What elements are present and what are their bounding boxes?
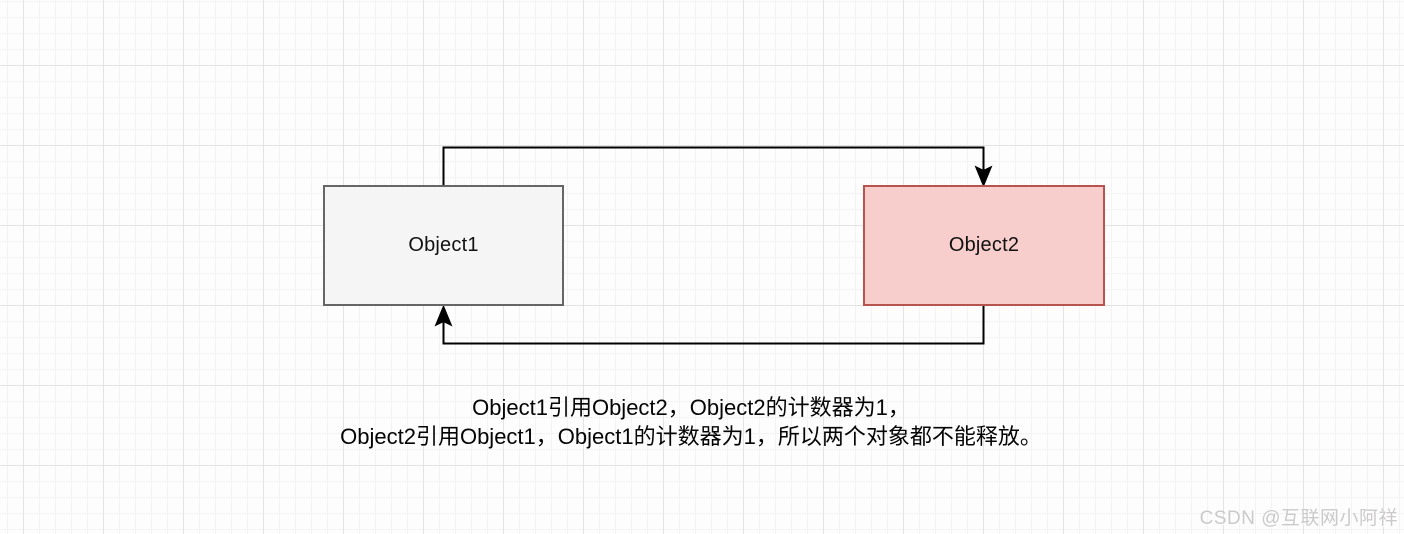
node-object1-label: Object1	[408, 234, 479, 256]
arrow-object1-to-object2	[442, 146, 985, 185]
arrowhead-down-icon	[974, 165, 993, 188]
caption: Object1引用Object2，Object2的计数器为1， Object2引…	[0, 393, 1382, 451]
caption-line-1: Object1引用Object2，Object2的计数器为1，	[472, 395, 910, 420]
node-object2: Object2	[863, 185, 1105, 306]
node-object2-label: Object2	[948, 234, 1020, 256]
arrowhead-up-icon	[434, 304, 453, 327]
arrow-object2-to-object1	[442, 306, 985, 345]
node-object1: Object1	[323, 185, 564, 306]
caption-line-2: Object2引用Object1，Object1的计数器为1，所以两个对象都不能…	[340, 424, 1042, 449]
watermark: CSDN @互联网小阿祥	[1199, 508, 1398, 529]
